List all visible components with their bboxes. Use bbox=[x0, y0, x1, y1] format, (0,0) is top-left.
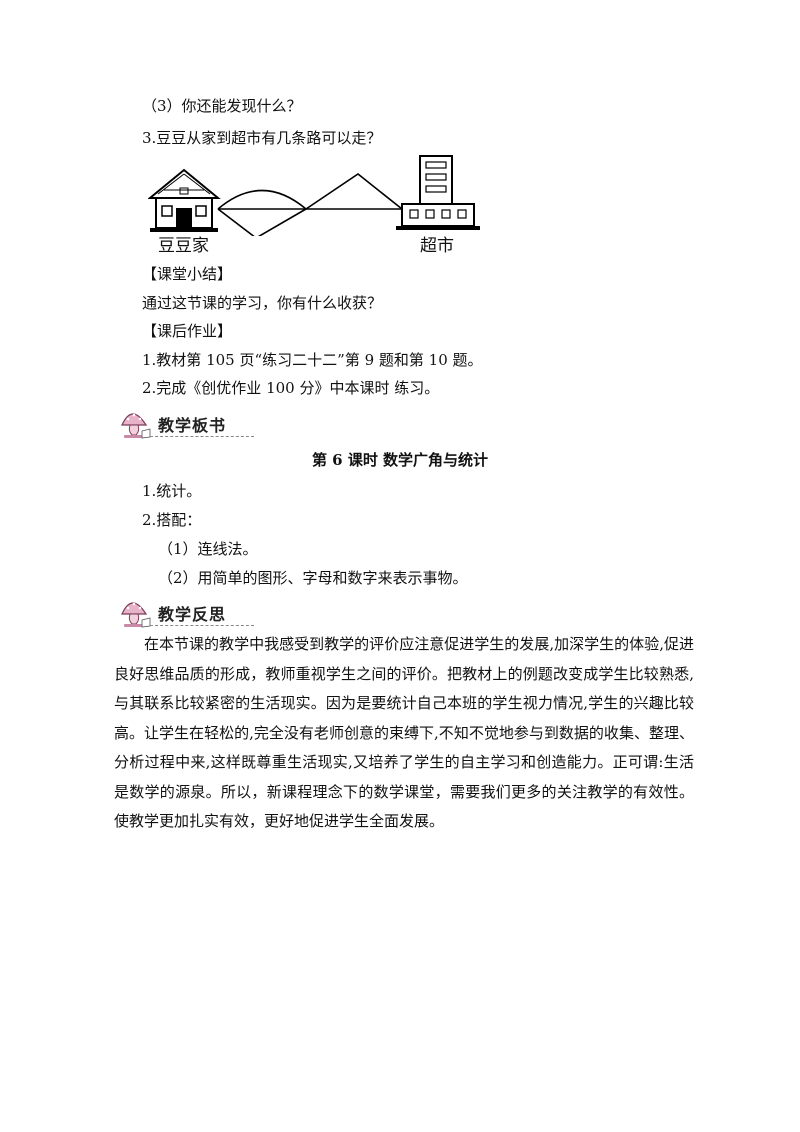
route-paths bbox=[217, 173, 403, 236]
board-item-2a: （1）连线法。 bbox=[158, 540, 258, 558]
homework-item-1: 1.教材第 105 页“练习二十二”第 9 题和第 10 题。 bbox=[142, 351, 483, 369]
reflection-paragraph: 在本节课的教学中我感受到教学的评价应注意促进学生的发展,加深学生的体验,促进良好… bbox=[114, 635, 695, 830]
board-banner: 教学板书 bbox=[114, 405, 254, 441]
board-item-2b: （2）用简单的图形、字母和数字来表示事物。 bbox=[158, 569, 468, 587]
house-icon bbox=[148, 168, 221, 232]
homework-item-2: 2.完成《创优作业 100 分》中本课时 练习。 bbox=[142, 379, 440, 397]
summary-heading: 【课堂小结】 bbox=[142, 265, 233, 283]
board-item-1: 1.统计。 bbox=[142, 482, 202, 500]
homework-heading: 【课后作业】 bbox=[142, 322, 233, 340]
home-label: 豆豆家 bbox=[158, 236, 209, 256]
banner-divider bbox=[150, 436, 254, 437]
question-3: （3）你还能发现什么？ bbox=[142, 97, 302, 115]
market-label: 超市 bbox=[420, 236, 454, 256]
desk-lamp-icon bbox=[121, 413, 151, 439]
board-item-2: 2.搭配： bbox=[142, 511, 202, 529]
banner-divider bbox=[150, 625, 254, 626]
route-figure bbox=[148, 155, 480, 236]
question-route: 3.豆豆从家到超市有几条路可以走？ bbox=[142, 129, 382, 147]
board-banner-title: 教学板书 bbox=[158, 416, 227, 435]
desk-lamp-icon bbox=[121, 602, 151, 628]
reflection-banner: 教学反思 bbox=[114, 594, 254, 630]
summary-text: 通过这节课的学习，你有什么收获？ bbox=[142, 294, 383, 312]
supermarket-icon bbox=[396, 155, 480, 230]
lesson-title: 第 6 课时 数学广角与统计 bbox=[311, 451, 489, 469]
reflection-banner-title: 教学反思 bbox=[158, 605, 227, 624]
